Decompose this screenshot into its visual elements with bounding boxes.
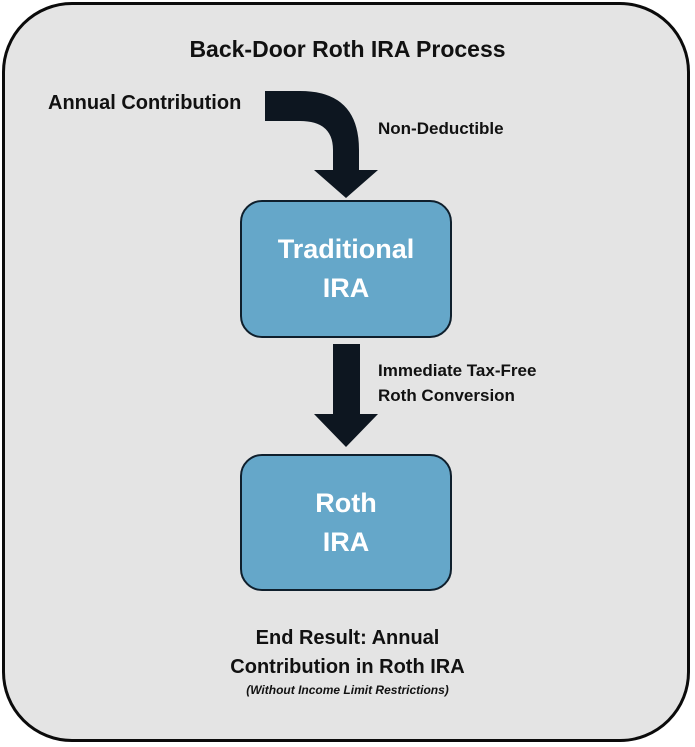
conversion-label-line1: Immediate Tax-Free xyxy=(378,361,537,380)
roth-ira-box: Roth IRA xyxy=(240,454,452,591)
end-result-line2: Contribution in Roth IRA xyxy=(230,656,465,678)
non-deductible-label: Non-Deductible xyxy=(378,119,504,138)
conversion-label-line2: Roth Conversion xyxy=(378,386,515,405)
end-result-line1: End Result: Annual xyxy=(255,627,440,649)
diagram-title: Back-Door Roth IRA Process xyxy=(189,36,506,62)
down-arrow xyxy=(314,344,378,447)
traditional-ira-line2: IRA xyxy=(322,273,370,303)
traditional-ira-box: Traditional IRA xyxy=(240,200,452,338)
end-result-note: (Without Income Limit Restrictions) xyxy=(246,683,449,697)
traditional-ira-line1: Traditional xyxy=(277,234,415,264)
roth-ira-line2: IRA xyxy=(322,526,370,557)
curved-arrow xyxy=(265,91,378,198)
roth-ira-line1: Roth xyxy=(315,487,377,518)
end-result: End Result: Annual Contribution in Roth … xyxy=(0,624,695,682)
conversion-label: Immediate Tax-Free Roth Conversion xyxy=(378,358,536,408)
annual-contribution-label: Annual Contribution xyxy=(48,92,242,114)
